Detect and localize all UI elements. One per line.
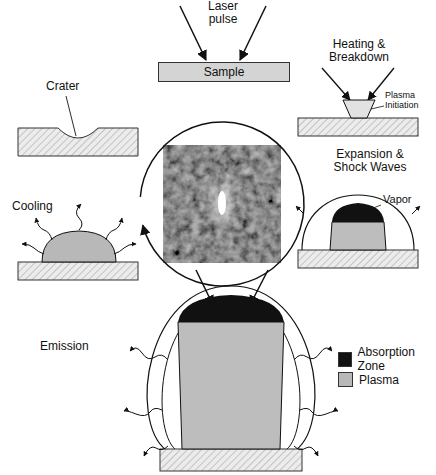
crater-stage xyxy=(18,96,138,156)
stage-label: Emission xyxy=(40,340,110,353)
leader-line xyxy=(368,205,381,210)
sample-substrate xyxy=(18,262,138,280)
sample-substrate xyxy=(160,449,302,471)
emission-ray xyxy=(130,348,168,360)
photo-texture xyxy=(163,145,281,263)
plasma-seed xyxy=(343,100,375,118)
absorption-cap xyxy=(178,295,284,322)
stage-label: Crater xyxy=(46,80,106,93)
emission-ray xyxy=(124,408,162,415)
laser-beam xyxy=(240,6,266,60)
legend-text: Absorption Zone xyxy=(358,345,436,373)
stage-label: Laser pulse xyxy=(196,0,250,26)
emission-ray xyxy=(300,408,338,415)
cratered-sample xyxy=(18,128,138,156)
plasma-glow xyxy=(213,183,231,223)
node-text: Sample xyxy=(204,65,245,79)
heat-ray xyxy=(36,218,52,240)
legend-swatch xyxy=(338,372,353,387)
sample-substrate xyxy=(298,118,418,136)
plasma-core xyxy=(218,191,226,215)
heat-ray xyxy=(106,218,122,240)
stage-label: Heating & Breakdown xyxy=(318,38,400,64)
legend-text: Plasma xyxy=(359,373,399,387)
stage-label: Expansion & Shock Waves xyxy=(318,148,422,174)
cooling-plume xyxy=(42,231,116,262)
plasma-body xyxy=(330,222,386,250)
cycle-arrow xyxy=(140,122,304,286)
emission-ray xyxy=(294,348,332,360)
wave-arrow xyxy=(296,206,304,214)
plasma-photo xyxy=(163,145,281,263)
wave-arrow xyxy=(412,206,420,214)
plasma-body xyxy=(178,322,284,449)
heat-ray xyxy=(76,204,82,230)
stage-label: Plasma Initiation xyxy=(385,90,435,110)
heat-ray xyxy=(22,244,44,254)
emission-ray xyxy=(294,446,318,456)
shock-wave xyxy=(147,286,315,450)
laser-beam xyxy=(196,270,213,305)
legend-swatch xyxy=(338,352,352,367)
leader-line xyxy=(66,96,76,136)
leader-line xyxy=(371,106,384,109)
sample-substrate xyxy=(298,250,418,268)
cooling-stage xyxy=(18,204,138,280)
laser-beam xyxy=(322,68,350,100)
stage-label: Cooling xyxy=(12,200,82,213)
emission-stage xyxy=(124,270,338,471)
photo-background xyxy=(163,145,281,263)
laser-beam xyxy=(250,270,268,305)
laser-beam xyxy=(180,6,206,60)
legend-entry: Plasma xyxy=(338,372,399,387)
heat-ray xyxy=(114,244,136,254)
absorption-cap xyxy=(332,203,384,222)
sample-box: Sample xyxy=(158,62,290,82)
stage-label: Vapor xyxy=(383,193,433,205)
legend-entry: Absorption Zone xyxy=(338,345,436,373)
emission-ray xyxy=(144,446,168,456)
expansion-stage xyxy=(296,195,420,268)
